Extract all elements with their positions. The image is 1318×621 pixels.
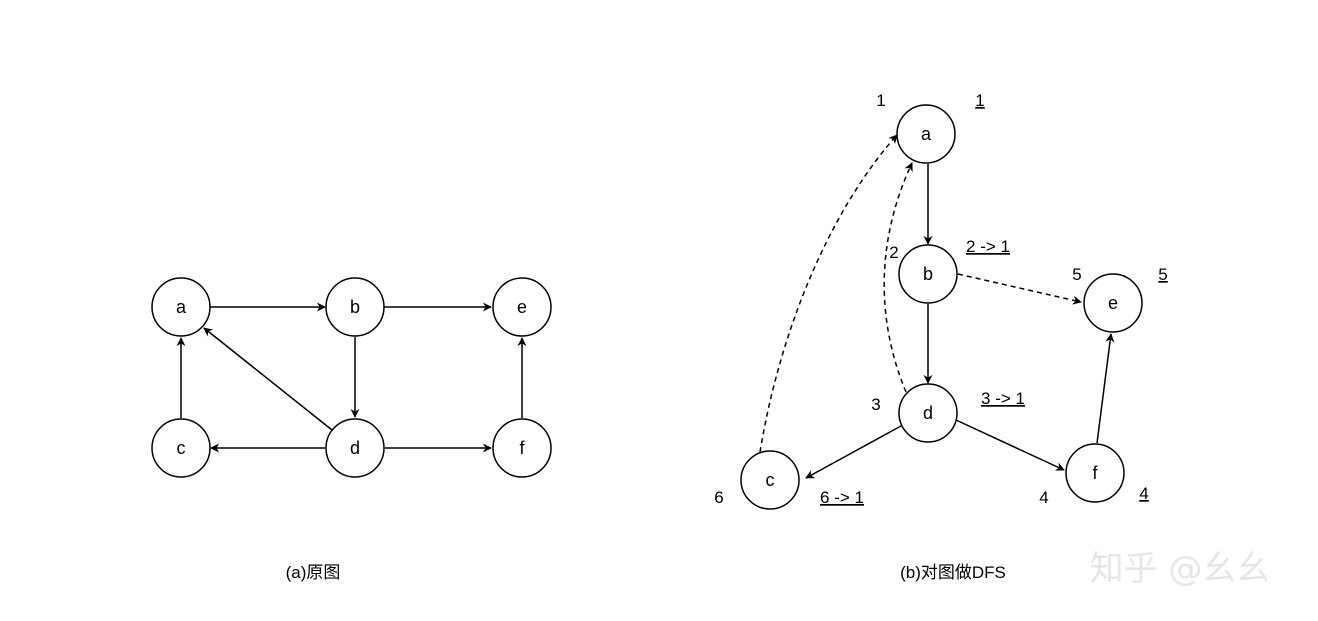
svg-text:e: e [1108,293,1118,313]
edge-c-a-back [759,134,898,453]
right-node-d: d [898,383,958,443]
low-label-e: 5 [1158,265,1167,284]
dfn-label-e: 5 [1072,265,1081,284]
left-graph: a b e c d f (a)原图 [151,277,552,582]
left-node-f: f [492,418,552,478]
svg-text:c: c [766,470,775,490]
edge-d-f-tree [955,419,1065,471]
dfn-label-c: 6 [714,488,723,507]
low-label-b: 2 -> 1 [966,237,1010,256]
low-label-d: 3 -> 1 [981,389,1025,408]
watermark: 知乎 @幺幺 [1090,549,1271,589]
edge-d-a-back [883,162,913,393]
right-node-a: a [896,104,956,164]
right-node-b: b [898,244,958,304]
left-node-e: e [492,277,552,337]
svg-text:f: f [519,438,525,458]
left-node-b: b [325,277,385,337]
low-label-c: 6 -> 1 [820,488,864,507]
edge-d-a [203,327,333,431]
left-caption: (a)原图 [286,563,341,582]
svg-text:a: a [921,124,932,144]
edge-b-e-dashed [957,273,1082,305]
svg-text:b: b [350,297,360,317]
svg-text:e: e [517,297,527,317]
right-graph: a b e d c f 1 2 5 3 6 4 1 2 -> 1 [714,91,1167,582]
low-label-a: 1 [975,91,984,110]
edge-d-c-tree [805,425,902,479]
svg-text:d: d [350,438,360,458]
left-node-a: a [151,277,211,337]
right-caption: (b)对图做DFS [900,563,1006,582]
right-node-f: f [1065,443,1125,503]
low-label-f: 4 [1139,484,1148,503]
left-node-d: d [325,418,385,478]
right-node-e: e [1083,273,1143,333]
left-node-c: c [151,418,211,478]
right-node-c: c [740,450,800,510]
dfn-label-b: 2 [889,243,898,262]
dfn-label-a: 1 [876,91,885,110]
dfn-label-f: 4 [1039,488,1048,507]
dfn-label-d: 3 [871,395,880,414]
svg-text:f: f [1092,463,1098,483]
svg-text:b: b [923,264,933,284]
edge-f-e-tree [1096,333,1115,444]
svg-text:c: c [177,438,186,458]
svg-text:a: a [176,297,187,317]
svg-text:d: d [923,403,933,423]
